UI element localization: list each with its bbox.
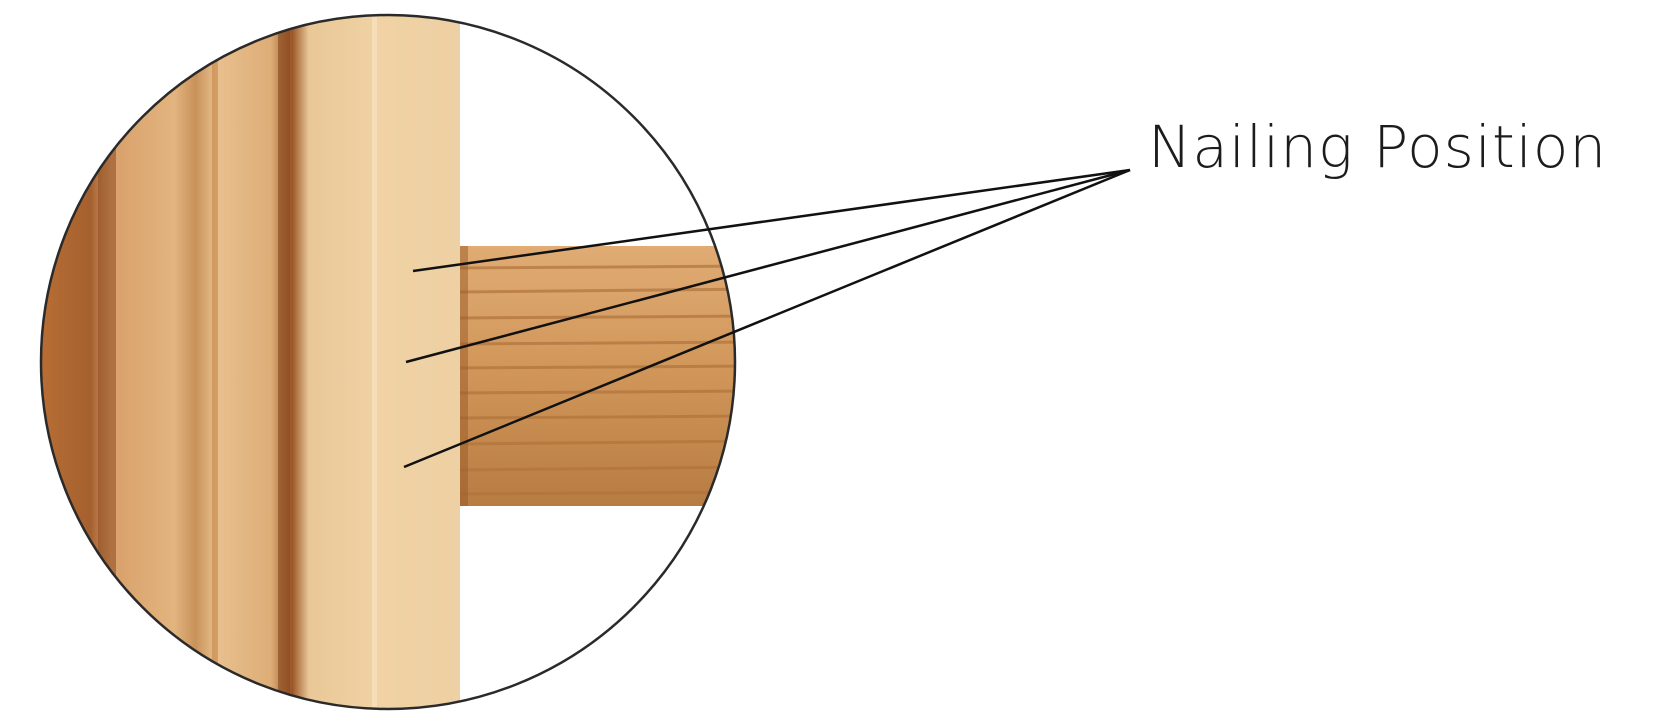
board-highlight bbox=[372, 0, 377, 721]
nailing-position-label: Nailing Position bbox=[1148, 118, 1607, 176]
batten-edge-shadow bbox=[460, 246, 468, 506]
board-groove bbox=[98, 0, 116, 721]
board-groove bbox=[212, 0, 218, 721]
board-groove bbox=[278, 0, 290, 721]
